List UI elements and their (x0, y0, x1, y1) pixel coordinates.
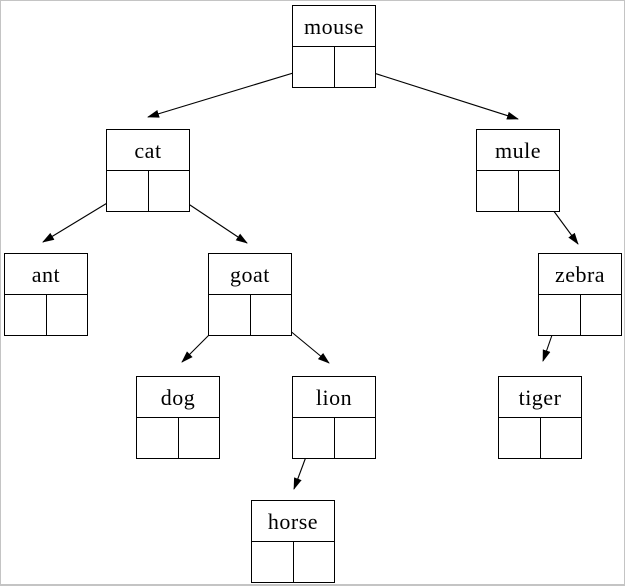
pointer-cells (293, 418, 375, 458)
right-pointer-cell (335, 418, 376, 458)
node-label: cat (107, 130, 189, 171)
pointer-cells (252, 542, 334, 582)
edge-mouse-left-to-cat (147, 66, 314, 118)
tree-node-horse: horse (251, 500, 335, 583)
right-pointer-cell (149, 171, 190, 211)
tree-node-tiger: tiger (498, 376, 582, 459)
right-pointer-cell (251, 295, 292, 335)
pointer-cells (539, 295, 621, 335)
node-label: tiger (499, 377, 581, 418)
node-label: lion (293, 377, 375, 418)
right-pointer-cell (294, 542, 335, 582)
left-pointer-cell (209, 295, 251, 335)
tree-node-mule: mule (476, 129, 560, 212)
left-pointer-cell (5, 295, 47, 335)
pointer-cells (499, 418, 581, 458)
node-label: dog (137, 377, 219, 418)
right-pointer-cell (179, 418, 220, 458)
right-pointer-cell (335, 47, 376, 87)
right-pointer-cell (581, 295, 622, 335)
tree-node-cat: cat (106, 129, 190, 212)
right-pointer-cell (541, 418, 582, 458)
pointer-cells (5, 295, 87, 335)
node-label: mule (477, 130, 559, 171)
pointer-cells (477, 171, 559, 211)
node-label: ant (5, 254, 87, 295)
left-pointer-cell (539, 295, 581, 335)
left-pointer-cell (137, 418, 179, 458)
pointer-cells (137, 418, 219, 458)
pointer-cells (107, 171, 189, 211)
right-pointer-cell (519, 171, 560, 211)
tree-node-zebra: zebra (538, 253, 622, 336)
left-pointer-cell (252, 542, 294, 582)
left-pointer-cell (107, 171, 149, 211)
left-pointer-cell (499, 418, 541, 458)
node-label: goat (209, 254, 291, 295)
tree-node-goat: goat (208, 253, 292, 336)
left-pointer-cell (477, 171, 519, 211)
left-pointer-cell (293, 418, 335, 458)
pointer-cells (293, 47, 375, 87)
pointer-cells (209, 295, 291, 335)
tree-node-dog: dog (136, 376, 220, 459)
tree-node-mouse: mouse (292, 5, 376, 88)
right-pointer-cell (47, 295, 88, 335)
tree-node-lion: lion (292, 376, 376, 459)
tree-node-ant: ant (4, 253, 88, 336)
edge-mouse-right-to-mule (354, 66, 519, 120)
left-pointer-cell (293, 47, 335, 87)
node-label: horse (252, 501, 334, 542)
node-label: zebra (539, 254, 621, 295)
node-label: mouse (293, 6, 375, 47)
